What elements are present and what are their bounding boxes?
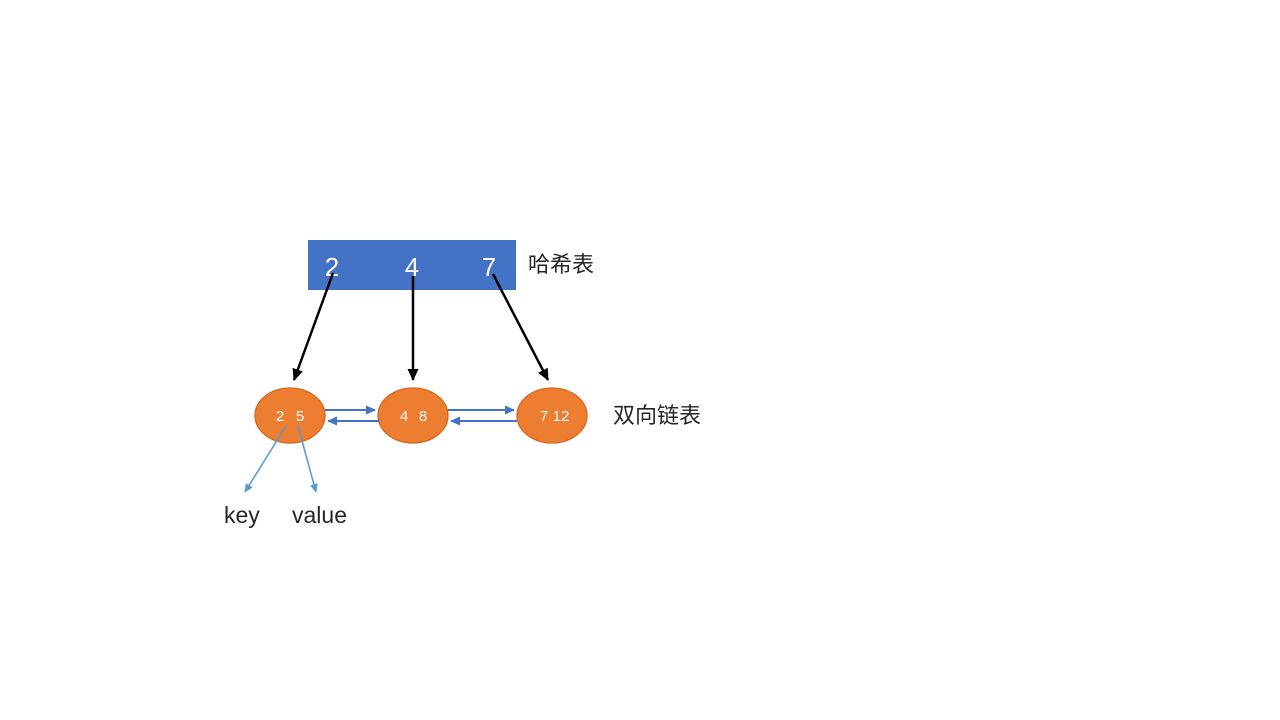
linked-list-label: 双向链表 bbox=[613, 403, 701, 428]
list-node-ellipse-1 bbox=[377, 387, 449, 444]
key-pointer-arrow bbox=[244, 425, 287, 493]
node-key-0: 2 bbox=[276, 408, 284, 425]
node-key-1: 4 bbox=[400, 408, 408, 425]
hash-cell-0: 2 bbox=[325, 252, 339, 282]
key-label: key bbox=[224, 502, 260, 528]
value-pointer-arrow bbox=[297, 425, 318, 493]
hash-table-label: 哈希表 bbox=[528, 252, 594, 277]
node-key-2: 7 bbox=[540, 408, 548, 425]
value-label: value bbox=[292, 502, 347, 528]
list-node-ellipse-2 bbox=[516, 387, 588, 444]
list-node-1: 4 8 bbox=[377, 387, 449, 444]
list-node-ellipse-0 bbox=[254, 387, 326, 444]
hash-to-node-arrow-0 bbox=[292, 272, 335, 381]
hash-to-node-arrow-2 bbox=[491, 273, 550, 381]
node-value-2: 12 bbox=[553, 408, 570, 425]
hash-cell-1: 4 bbox=[405, 252, 419, 282]
list-node-2: 7 12 bbox=[516, 387, 588, 444]
node-value-0: 5 bbox=[296, 408, 304, 425]
list-node-0: 2 5 bbox=[254, 387, 326, 444]
node-value-1: 8 bbox=[419, 408, 427, 425]
